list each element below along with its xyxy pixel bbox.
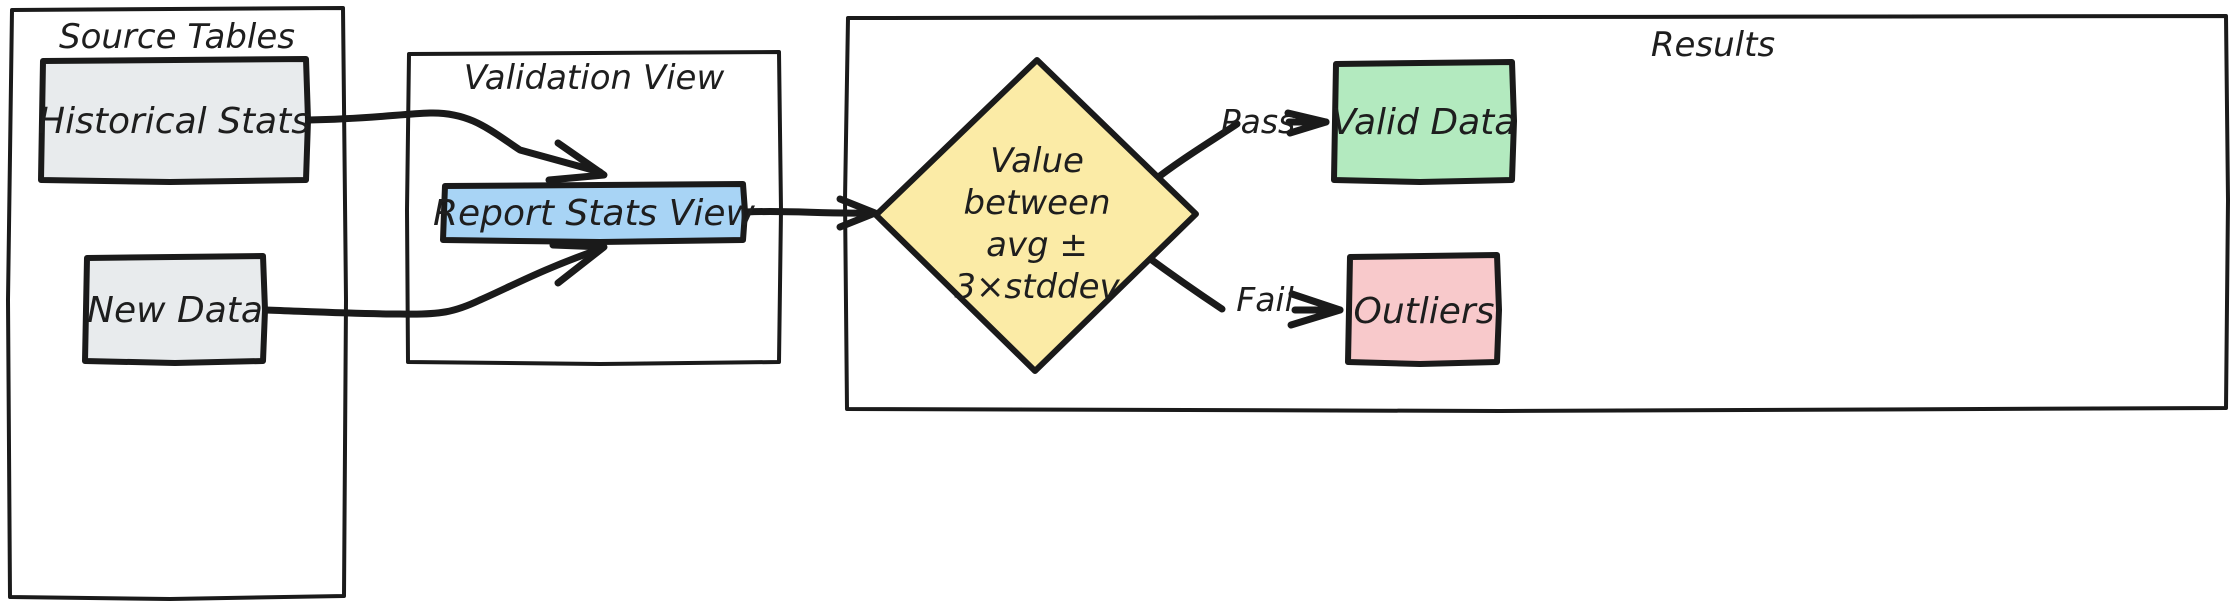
node-report-stats-view-label: Report Stats View [433, 193, 756, 234]
group-validation-view-border [405, 50, 783, 366]
group-results: Results [843, 14, 2230, 413]
group-source-tables-border [6, 6, 348, 601]
node-historical-stats[interactable]: Historical Stats [38, 56, 311, 185]
group-source-tables: Source Tables [6, 6, 348, 601]
edge-report-to-check-line [742, 207, 869, 217]
edge-historical-to-report-line [305, 109, 604, 176]
group-results-border [843, 14, 2230, 413]
node-valid-data-label: Valid Data [1332, 102, 1517, 143]
diamond-line-4: 3×stddev [954, 267, 1120, 307]
node-historical-stats-label: Historical Stats [38, 101, 310, 142]
node-report-stats-view-shape [440, 181, 748, 245]
edge-check-to-outliers-line [1141, 251, 1226, 313]
node-report-stats-view[interactable]: Report Stats View [433, 181, 756, 245]
edge-newdata-to-report [262, 241, 608, 318]
node-valid-data[interactable]: Valid Data [1331, 59, 1517, 185]
node-valid-data-shape [1331, 59, 1517, 185]
group-validation-view-label: Validation View [464, 58, 725, 98]
edge-check-to-outliers: Fail [1141, 251, 1344, 329]
edge-label-pass: Pass [1221, 102, 1296, 141]
node-historical-stats-shape [38, 56, 311, 185]
node-new-data-shape [82, 253, 268, 366]
diamond-line-1: Value [990, 141, 1084, 181]
node-outliers-label: Outliers [1354, 291, 1495, 332]
node-outliers-shape [1345, 252, 1502, 367]
edge-newdata-to-report-arrowhead [549, 241, 608, 287]
edge-check-to-valid-line [1148, 120, 1241, 186]
node-new-data-label: New Data [87, 290, 263, 331]
node-outliers[interactable]: Outliers [1345, 252, 1502, 367]
edge-newdata-to-report-line [262, 245, 604, 318]
diamond-line-2: between [963, 183, 1110, 223]
node-new-data[interactable]: New Data [82, 253, 268, 366]
node-validation-check-label: Value between avg ± 3×stddev [954, 141, 1120, 307]
edge-historical-to-report [305, 109, 608, 184]
edge-label-fail: Fail [1236, 280, 1294, 319]
diamond-line-3: avg ± [986, 225, 1088, 265]
edge-report-to-check [742, 195, 879, 231]
edge-check-to-valid: Pass [1148, 102, 1330, 186]
node-validation-check[interactable]: Value between avg ± 3×stddev [873, 57, 1199, 374]
edge-historical-to-report-arrowhead [545, 139, 608, 184]
group-results-label: Results [1651, 25, 1775, 65]
node-validation-check-shape [873, 57, 1199, 374]
group-validation-view: Validation View [405, 50, 783, 366]
group-source-tables-label: Source Tables [59, 17, 295, 57]
